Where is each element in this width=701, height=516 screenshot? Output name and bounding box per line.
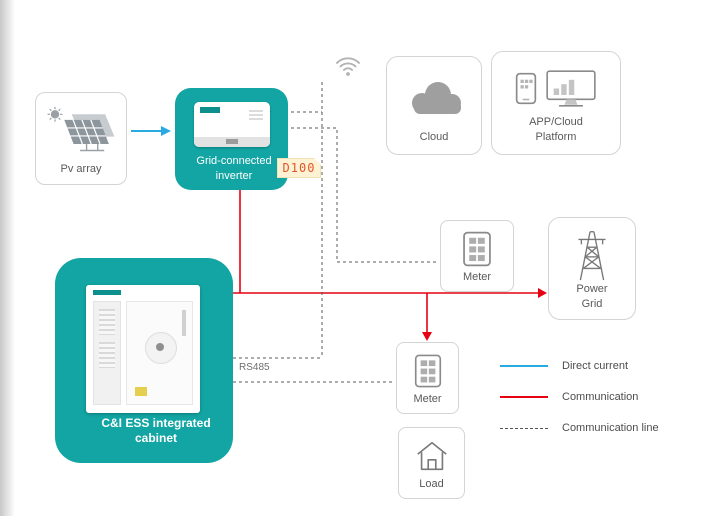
legend-row-communication-line: Communication line — [500, 422, 659, 434]
left-edge-shadow — [0, 0, 15, 516]
app-cloud-platform-node: APP/Cloud Platform — [491, 51, 621, 155]
power-grid-label: Power Grid — [576, 283, 608, 310]
legend-row-direct-current: Direct current — [500, 360, 659, 372]
power-grid-node: Power Grid — [548, 217, 636, 320]
cabinet-handle — [182, 310, 186, 336]
meter-bottom-label: Meter — [413, 392, 442, 405]
load-node: Load — [398, 427, 465, 499]
legend-line-red — [500, 396, 548, 398]
inverter-label: Grid-connected inverter — [196, 155, 272, 182]
d100-annotation-tag: D100 — [277, 158, 321, 178]
cabinet-right-panel — [126, 301, 193, 405]
legend: Direct current Communication Communicati… — [500, 360, 659, 434]
meter-icon — [413, 350, 443, 392]
ess-cabinet-image — [86, 285, 200, 413]
pv-array-node: Pv array — [35, 92, 127, 185]
rs485-label: RS485 — [239, 362, 270, 373]
meter-top-label: Meter — [462, 270, 492, 283]
cabinet-warning-label — [135, 387, 147, 396]
meter-top-node: Meter — [440, 220, 514, 292]
dc-arrow-pv-to-inverter — [131, 126, 171, 136]
ess-cabinet-node: C&I ESS integrated cabinet — [55, 258, 233, 463]
meter-bottom-node: Meter — [396, 342, 459, 414]
legend-line-blue — [500, 365, 548, 367]
cloud-icon — [402, 67, 466, 130]
legend-label-communication: Communication — [562, 391, 639, 403]
inverter-vents — [249, 110, 263, 122]
legend-line-dashed — [500, 427, 548, 429]
ess-cabinet-label: C&I ESS integrated cabinet — [101, 415, 211, 446]
meter-icon — [461, 228, 493, 270]
smartphone-icon — [515, 73, 537, 105]
solar-panel-icon — [42, 101, 120, 162]
communication-lines-red — [233, 186, 547, 341]
cabinet-brand-badge — [93, 290, 121, 295]
cloud-node: Cloud — [386, 56, 482, 155]
inverter-device-image — [194, 102, 270, 147]
cabinet-vent-top — [99, 309, 115, 335]
house-icon — [412, 435, 452, 477]
load-label: Load — [419, 477, 444, 490]
app-cloud-platform-label: APP/Cloud Platform — [529, 116, 583, 143]
legend-label-direct-current: Direct current — [562, 360, 629, 372]
legend-row-communication: Communication — [500, 391, 659, 403]
inverter-port — [226, 139, 238, 144]
inverter-node: Grid-connected inverter — [175, 88, 288, 190]
cabinet-vent-bottom — [99, 342, 115, 368]
cabinet-fan — [145, 332, 177, 364]
wifi-icon — [335, 57, 361, 76]
transmission-tower-icon — [564, 224, 620, 282]
monitor-icon — [546, 70, 596, 107]
communication-dashed-lines — [233, 82, 438, 383]
cabinet-left-panel — [93, 301, 121, 405]
cloud-label: Cloud — [419, 130, 449, 143]
pv-array-label: Pv array — [60, 162, 102, 175]
inverter-brand-badge — [200, 107, 220, 113]
legend-label-communication-line: Communication line — [562, 422, 659, 434]
